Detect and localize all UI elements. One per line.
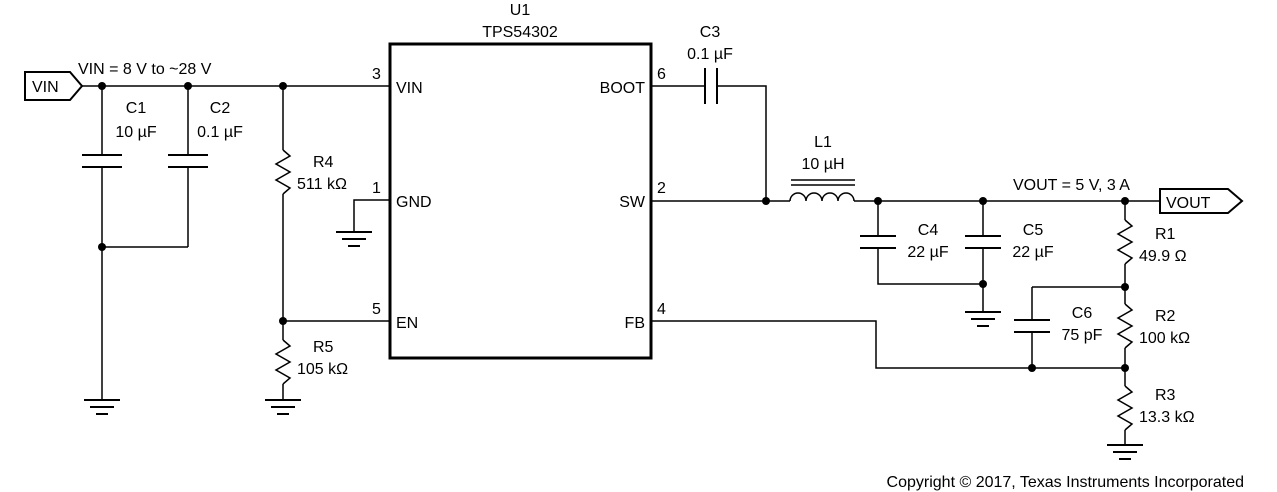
vout-net-label: VOUT = 5 V, 3 A bbox=[1013, 177, 1130, 194]
pin-sw: SW bbox=[619, 194, 646, 211]
junction-dot bbox=[762, 197, 770, 205]
ground-symbol bbox=[1107, 444, 1143, 460]
r4-value: 511 kΩ bbox=[297, 176, 347, 193]
r3-ref: R3 bbox=[1155, 387, 1176, 404]
pin-fb: FB bbox=[625, 315, 645, 332]
ic-u1: U1 TPS54302 3 VIN 1 GND 5 EN 6 BOOT 2 SW… bbox=[372, 2, 666, 360]
ic-part-number: TPS54302 bbox=[482, 24, 558, 41]
copyright-notice: Copyright © 2017, Texas Instruments Inco… bbox=[887, 474, 1244, 491]
c3-ref: C3 bbox=[700, 24, 721, 41]
junction-dot bbox=[979, 280, 987, 288]
r1-ref: R1 bbox=[1155, 226, 1176, 243]
capacitor-c6: C6 75 pF bbox=[1014, 287, 1103, 368]
pin-number: 1 bbox=[372, 180, 381, 197]
pin-boot: BOOT bbox=[600, 80, 646, 97]
pin-number: 6 bbox=[657, 66, 666, 83]
pin-gnd: GND bbox=[396, 194, 432, 211]
vout-port-label: VOUT bbox=[1166, 195, 1211, 212]
ic-ref: U1 bbox=[510, 2, 531, 19]
l1-ref: L1 bbox=[814, 134, 832, 151]
capacitor-c1: C1 10 µF bbox=[82, 86, 157, 400]
vin-port-label: VIN bbox=[32, 79, 59, 96]
pin-number: 4 bbox=[657, 301, 666, 318]
c2-ref: C2 bbox=[210, 100, 231, 117]
r5-ref: R5 bbox=[313, 339, 334, 356]
r3-value: 13.3 kΩ bbox=[1139, 409, 1195, 426]
r2-ref: R2 bbox=[1155, 308, 1176, 325]
c5-ref: C5 bbox=[1023, 222, 1044, 239]
c3-value: 0.1 µF bbox=[687, 46, 733, 63]
ground-symbol bbox=[336, 231, 372, 247]
pin-vin: VIN bbox=[396, 80, 423, 97]
c4-value: 22 µF bbox=[907, 244, 948, 261]
vin-net-label: VIN = 8 V to ~28 V bbox=[78, 61, 212, 78]
capacitor-c3: C3 0.1 µF bbox=[651, 24, 767, 201]
c6-ref: C6 bbox=[1072, 305, 1093, 322]
r4-ref: R4 bbox=[313, 154, 334, 171]
resistor-r4: R4 511 kΩ bbox=[274, 86, 347, 321]
resistor-r5: R5 105 kΩ bbox=[274, 321, 348, 400]
ground-symbol bbox=[965, 311, 1001, 327]
vin-port: VIN bbox=[24, 71, 84, 101]
vout-port: VOUT bbox=[1159, 188, 1244, 214]
r1-value: 49.9 Ω bbox=[1139, 248, 1187, 265]
ground-symbol bbox=[84, 399, 120, 415]
resistor-r2: R2 100 kΩ bbox=[1116, 287, 1190, 368]
gnd-wire bbox=[353, 199, 390, 232]
resistor-r1: R1 49.9 Ω bbox=[1116, 201, 1187, 287]
resistor-r3: R3 13.3 kΩ bbox=[1116, 368, 1195, 445]
c6-value: 75 pF bbox=[1062, 327, 1103, 344]
r2-value: 100 kΩ bbox=[1139, 330, 1190, 347]
capacitor-c4: C4 22 µF bbox=[860, 201, 983, 285]
pin-number: 2 bbox=[657, 180, 666, 197]
c1-value: 10 µF bbox=[115, 124, 156, 141]
r5-value: 105 kΩ bbox=[297, 361, 348, 378]
c4-ref: C4 bbox=[918, 222, 939, 239]
c2-value: 0.1 µF bbox=[197, 124, 243, 141]
ground-symbol bbox=[265, 399, 301, 415]
fb-wire bbox=[651, 320, 1125, 369]
pin-number: 3 bbox=[372, 66, 381, 83]
c1-ref: C1 bbox=[126, 100, 147, 117]
c5-value: 22 µF bbox=[1012, 244, 1053, 261]
capacitor-c2: C2 0.1 µF bbox=[102, 86, 243, 248]
junction-dot bbox=[98, 243, 106, 251]
l1-value: 10 µH bbox=[801, 156, 844, 173]
capacitor-c5: C5 22 µF bbox=[965, 201, 1054, 312]
inductor-l1: L1 10 µH bbox=[789, 134, 855, 202]
junction-dot bbox=[1028, 364, 1036, 372]
pin-number: 5 bbox=[372, 301, 381, 318]
pin-en: EN bbox=[396, 315, 418, 332]
